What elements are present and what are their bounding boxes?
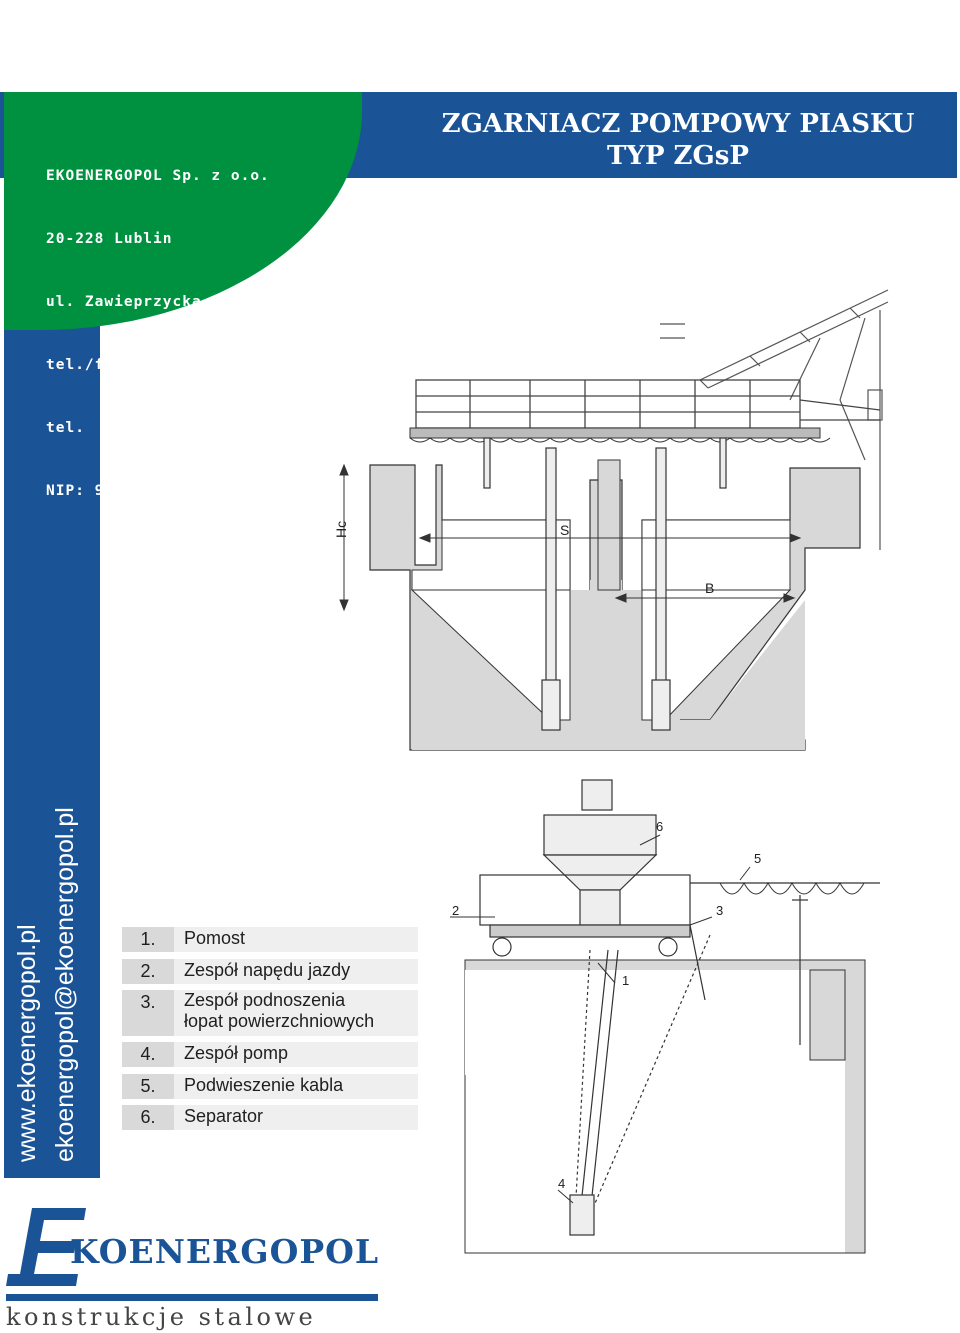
legend-label: Zespół pomp bbox=[184, 1043, 289, 1063]
website-link[interactable]: www.ekoenergopol.pl bbox=[13, 924, 41, 1162]
b-label: B bbox=[705, 580, 714, 596]
callout-2: 2 bbox=[452, 903, 459, 918]
document-title: ZGARNIACZ POMPOWY PIASKU TYP ZGsP bbox=[400, 108, 956, 172]
legend-item: 5. Podwieszenie kabla bbox=[122, 1072, 418, 1104]
slogan: konstrukcje stalowe bbox=[6, 1303, 317, 1331]
callout-1: 1 bbox=[622, 973, 629, 988]
s-label: S bbox=[560, 522, 569, 538]
company-phone-fax: tel./fax +48 81 746 51 60 bbox=[46, 357, 290, 373]
legend-num: 5. bbox=[122, 1073, 174, 1099]
separator-icon bbox=[542, 779, 658, 931]
side-view-drawing: 1 2 3 4 5 6 bbox=[450, 779, 880, 1254]
legend-label: Zespół podnoszenia łopat powierzchniowyc… bbox=[184, 990, 375, 1031]
logo-wordmark: KOENERGOPOL bbox=[70, 1232, 380, 1271]
legend-label: Zespół napędu jazdy bbox=[184, 959, 351, 980]
legend-label: Pomost bbox=[184, 928, 246, 948]
callout-3: 3 bbox=[716, 903, 723, 918]
legend-num: 3. bbox=[122, 990, 174, 1036]
legend-item: 1. Pomost bbox=[122, 925, 418, 957]
legend-num: 2. bbox=[122, 958, 174, 984]
legend: 1. Pomost 2. Zespół napędu jazdy 3. Zesp… bbox=[122, 925, 418, 1135]
legend-item: 4. Zespół pomp bbox=[122, 1040, 418, 1072]
platform-railing bbox=[415, 379, 881, 429]
callout-5: 5 bbox=[754, 851, 761, 866]
legend-item: 2. Zespół napędu jazdy bbox=[122, 957, 418, 989]
callout-4: 4 bbox=[558, 1176, 565, 1191]
legend-item: 6. Separator bbox=[122, 1103, 418, 1135]
title-line-1: ZGARNIACZ POMPOWY PIASKU bbox=[441, 109, 915, 139]
company-address: EKOENERGOPOL Sp. z o.o. 20-228 Lublin ul… bbox=[46, 124, 299, 523]
legend-num: 1. bbox=[122, 927, 174, 952]
company-nip: NIP: 946 246 51 98 bbox=[46, 483, 222, 499]
title-line-2: TYP ZGsP bbox=[607, 141, 749, 171]
logo-e-icon bbox=[6, 1208, 86, 1286]
logo-underline bbox=[6, 1294, 378, 1301]
legend-label: Separator bbox=[184, 1106, 264, 1126]
contact-vertical: www.ekoenergopol.pl ekoenergopol@ekoener… bbox=[12, 807, 80, 1162]
legend-item: 3. Zespół podnoszenia łopat powierzchnio… bbox=[122, 988, 418, 1040]
pump-pipe-icon bbox=[483, 437, 727, 731]
carriage-frame bbox=[479, 874, 880, 1045]
legend-label: Podwieszenie kabla bbox=[184, 1074, 344, 1095]
email-link[interactable]: ekoenergopol@ekoenergopol.pl bbox=[51, 807, 79, 1162]
company-street: ul. Zawieprzycka 8 bbox=[46, 294, 222, 310]
company-name: EKOENERGOPOL Sp. z o.o. bbox=[46, 168, 270, 184]
legend-num: 6. bbox=[122, 1105, 174, 1130]
hc-label: Hc bbox=[333, 521, 349, 538]
cross-section-drawing: Hc S B bbox=[333, 289, 889, 751]
conveyor-icon bbox=[660, 289, 889, 550]
pump-hose bbox=[569, 924, 711, 1236]
company-phone: tel. +48 81 759 70 50 bbox=[46, 420, 299, 436]
callout-6: 6 bbox=[656, 819, 663, 834]
company-postal: 20-228 Lublin bbox=[46, 231, 173, 247]
left-sidebar-bar bbox=[4, 320, 100, 1178]
legend-num: 4. bbox=[122, 1042, 174, 1067]
